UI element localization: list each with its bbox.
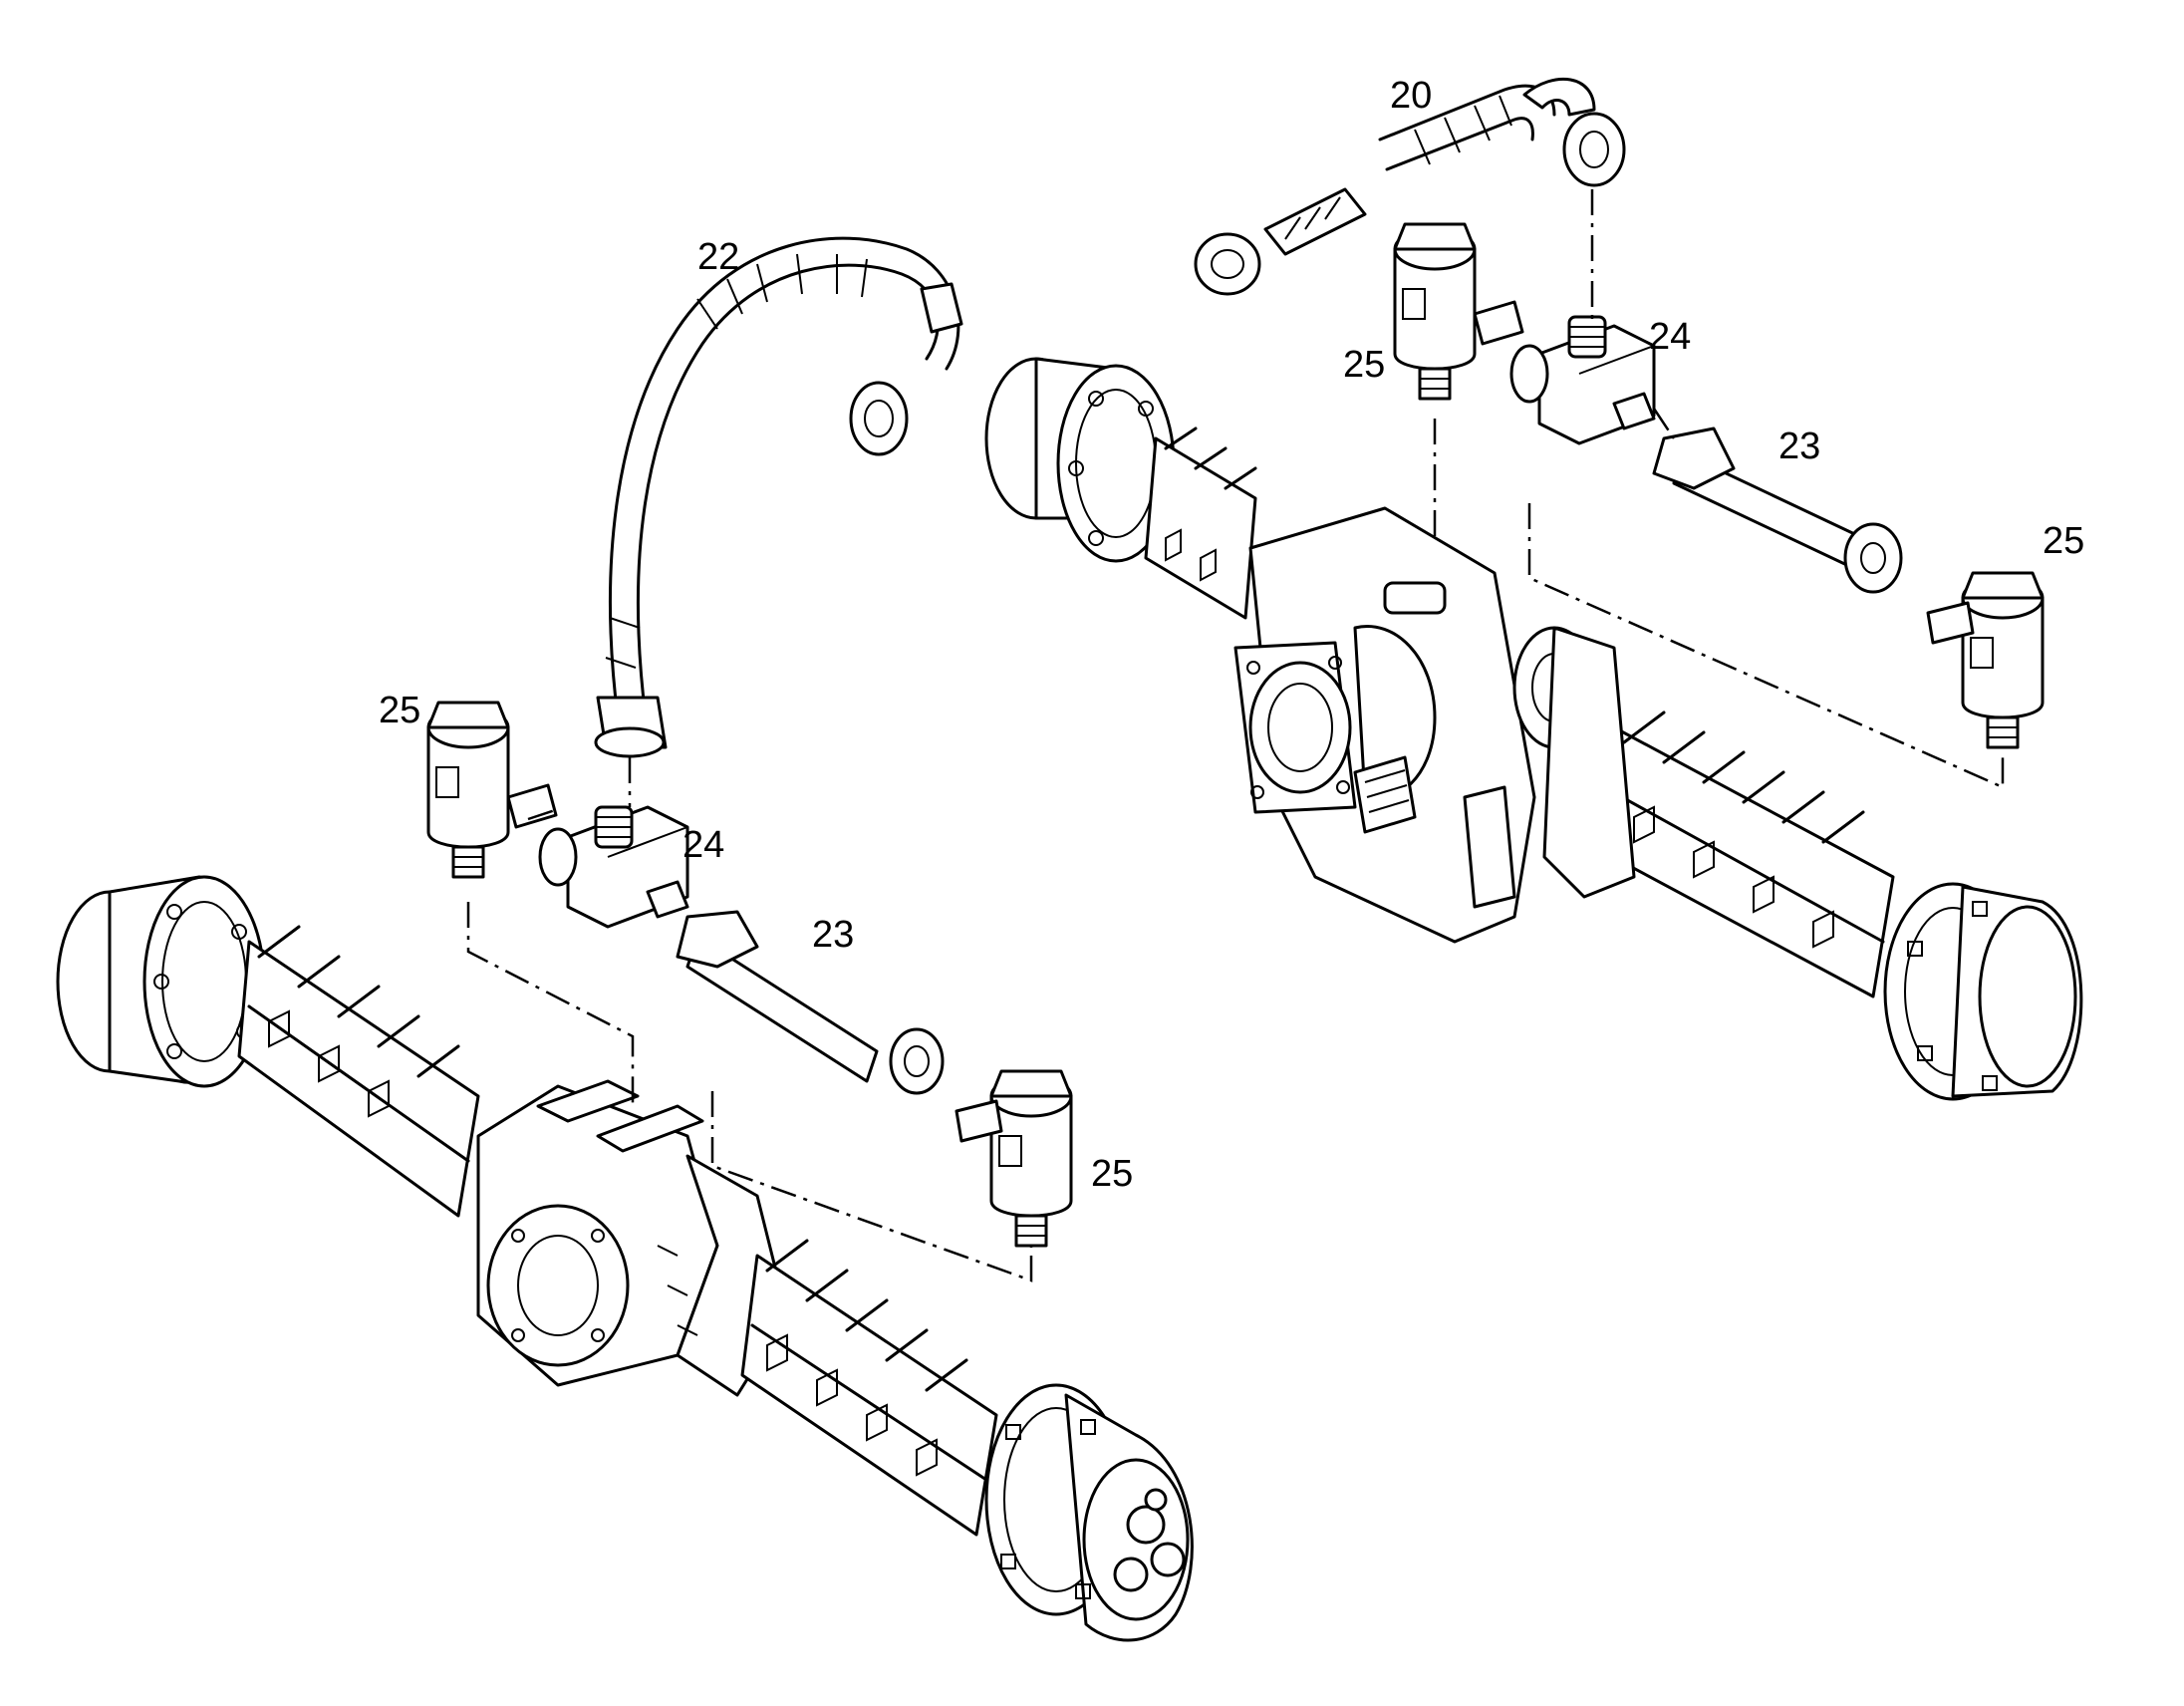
callout-25-left-bottom: 25	[1091, 1153, 1133, 1195]
callout-23-left: 23	[812, 914, 854, 956]
right-axle-tube-left	[1144, 426, 1257, 620]
left-union-24	[538, 805, 689, 929]
right-pipe-23	[1652, 426, 1903, 594]
right-axle-assembly	[984, 357, 2083, 1101]
left-axle-tube-left	[237, 925, 480, 1218]
left-axle-left-hub	[56, 875, 266, 1088]
left-pipe-23	[676, 910, 945, 1095]
left-banjo-25-upper	[426, 701, 558, 879]
left-banjo-25-lower	[955, 1069, 1073, 1248]
right-axle-center-housing	[1233, 506, 1596, 944]
right-hose-20	[1194, 78, 1626, 296]
left-axle-assembly	[56, 875, 1194, 1642]
callout-24-left: 24	[682, 824, 724, 866]
left-axle-right-hub	[984, 1383, 1194, 1642]
left-axle-center-housing	[476, 1079, 789, 1397]
callout-20: 20	[1390, 75, 1432, 117]
left-centerlines	[466, 757, 1033, 1282]
right-axle-tube-right	[1542, 626, 1895, 998]
callout-24-right: 24	[1649, 316, 1691, 358]
callout-25-right-side: 25	[2043, 520, 2084, 562]
callout-23-right: 23	[1778, 426, 1820, 467]
right-axle-left-hub	[984, 357, 1176, 563]
right-banjo-25-side	[1926, 571, 2045, 749]
right-centerlines	[1433, 189, 2005, 789]
right-union-24	[1509, 315, 1656, 445]
left-axle-tube-right	[740, 1239, 998, 1537]
callout-25-right-top: 25	[1343, 344, 1385, 386]
right-banjo-25-upper	[1393, 222, 1524, 401]
callout-25-left-top: 25	[379, 690, 420, 731]
left-hose-22	[594, 236, 963, 758]
callout-22: 22	[697, 236, 739, 278]
right-axle-right-hub	[1883, 882, 2083, 1101]
